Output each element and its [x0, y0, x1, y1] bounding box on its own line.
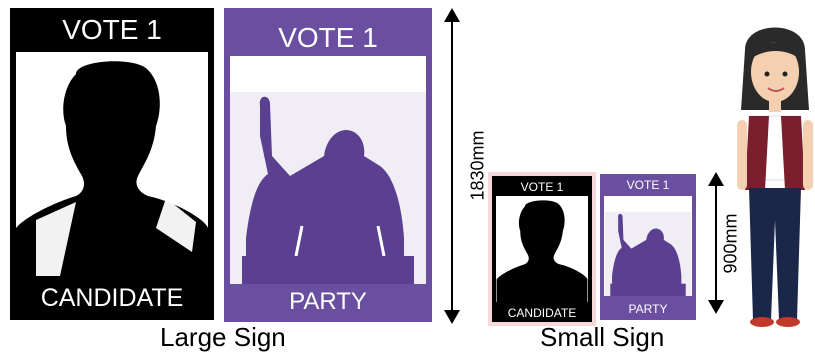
- small-sign-height-arrow-icon: [708, 172, 724, 314]
- small-candidate-panel: [496, 196, 588, 302]
- person-scale-figure-icon: [737, 27, 813, 327]
- large-sign-height-arrow-icon: [444, 8, 460, 324]
- large-candidate-name-label: CANDIDATE: [40, 284, 184, 312]
- large-candidate-panel: [16, 52, 208, 276]
- small-party-vote-label: VOTE 1: [626, 178, 670, 192]
- small-candidate-silhouette-icon: [496, 200, 588, 302]
- large-candidate-sign: VOTE 1 CANDIDATE: [10, 8, 214, 320]
- small-candidate-name-label: CANDIDATE: [507, 306, 577, 320]
- large-party-panel: [230, 56, 426, 284]
- small-candidate-sign-frame: VOTE 1 CANDIDATE: [488, 172, 596, 326]
- candidate-silhouette-icon: [16, 61, 208, 276]
- small-party-sign: VOTE 1 PARTY: [600, 174, 696, 320]
- small-candidate-vote-label: VOTE 1: [520, 180, 564, 194]
- large-candidate-vote-label: VOTE 1: [62, 14, 162, 45]
- large-party-sign: VOTE 1 PARTY: [224, 8, 432, 322]
- large-party-vote-label: VOTE 1: [278, 22, 378, 53]
- small-candidate-sign: VOTE 1 CANDIDATE: [492, 176, 592, 322]
- small-party-panel: [604, 196, 692, 296]
- large-sign-height-label: 1830mm: [467, 130, 488, 201]
- large-party-name-label: PARTY: [289, 288, 367, 315]
- large-sign-caption: Large Sign: [160, 322, 286, 352]
- small-party-name-label: PARTY: [628, 302, 668, 316]
- small-speaker-at-podium-icon: [605, 211, 691, 296]
- speaker-at-podium-icon: [230, 92, 426, 284]
- small-sign-caption: Small Sign: [540, 322, 665, 352]
